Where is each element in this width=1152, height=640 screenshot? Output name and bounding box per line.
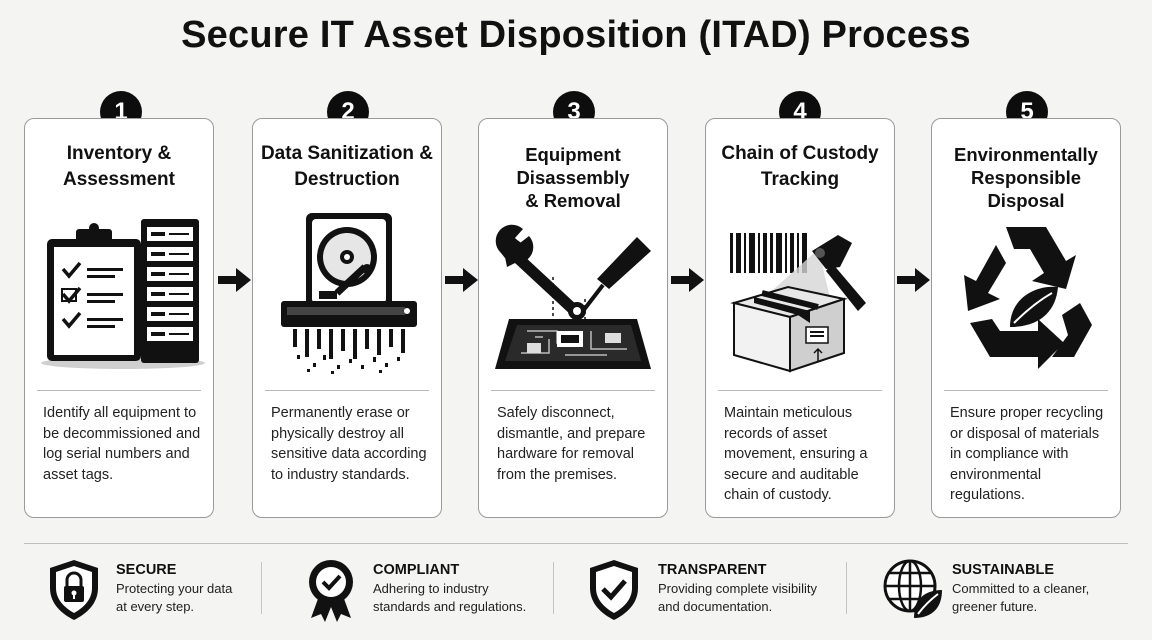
- step-5-title: Environmentally Responsible Disposal: [954, 144, 1098, 211]
- globe-leaf-icon: [883, 559, 942, 618]
- step-5-description: Ensure proper recycling or disposal of m…: [950, 405, 1104, 503]
- step-5-divider: [944, 390, 1108, 391]
- feature-sustainable-description: Committed to a cleaner, greener future.: [952, 581, 1090, 614]
- step-2-description: Permanently erase or physically destroy …: [271, 405, 427, 483]
- barcode-scanner-box-icon: [730, 233, 866, 373]
- tools-circuit-board-icon: [495, 224, 651, 369]
- step-1-divider: [37, 390, 201, 391]
- step-4-description: Maintain meticulous records of asset mov…: [724, 405, 868, 503]
- award-badge-check-icon: [309, 560, 353, 622]
- arrow-right-icon: [445, 268, 478, 292]
- step-2-divider: [265, 390, 429, 391]
- step-1-title: Inventory & Assessment: [63, 143, 175, 190]
- feature-secure-title: SECURE: [116, 562, 177, 578]
- feature-compliant-title: COMPLIANT: [373, 562, 460, 578]
- shield-lock-icon: [50, 560, 98, 620]
- step-4-divider: [718, 390, 882, 391]
- step-4-card: Chain of Custody Tracking Maintain metic…: [705, 118, 895, 518]
- step-5-card: Environmentally Responsible Disposal Ens…: [931, 118, 1121, 518]
- arrow-right-icon: [218, 268, 251, 292]
- page-title: Secure IT Asset Disposition (ITAD) Proce…: [181, 14, 971, 56]
- feature-transparent-title: TRANSPARENT: [658, 562, 767, 578]
- recycle-leaf-icon: [964, 227, 1092, 369]
- section-divider: [24, 543, 1128, 544]
- step-4-title: Chain of Custody Tracking: [721, 143, 879, 190]
- feature-compliant-description: Adhering to industry standards and regul…: [373, 581, 527, 614]
- arrow-right-icon: [671, 268, 704, 292]
- feature-secure-description: Protecting your data at every step.: [116, 581, 233, 614]
- step-1-card: Inventory & Assessment Identify all equi…: [24, 118, 214, 518]
- clipboard-server-icon: [41, 219, 205, 369]
- step-2-title: Data Sanitization & Destruction: [260, 143, 434, 190]
- feature-separator: [846, 562, 847, 614]
- feature-separator: [261, 562, 262, 614]
- step-3-title: Equipment Disassembly & Removal: [516, 144, 630, 211]
- step-3-divider: [491, 390, 655, 391]
- step-1-description: Identify all equipment to be decommissio…: [43, 405, 201, 483]
- step-2-card: Data Sanitization & Destruction Permanen…: [252, 118, 442, 518]
- feature-transparent-description: Providing complete visibility and docume…: [658, 581, 817, 614]
- step-3-card: Equipment Disassembly & Removal Safely d…: [478, 118, 668, 518]
- arrow-right-icon: [897, 268, 930, 292]
- shield-check-icon: [590, 560, 638, 620]
- feature-separator: [553, 562, 554, 614]
- hard-drive-shredder-icon: [281, 213, 417, 374]
- feature-sustainable-title: SUSTAINABLE: [952, 562, 1055, 578]
- step-3-description: Safely disconnect, dismantle, and prepar…: [497, 405, 646, 483]
